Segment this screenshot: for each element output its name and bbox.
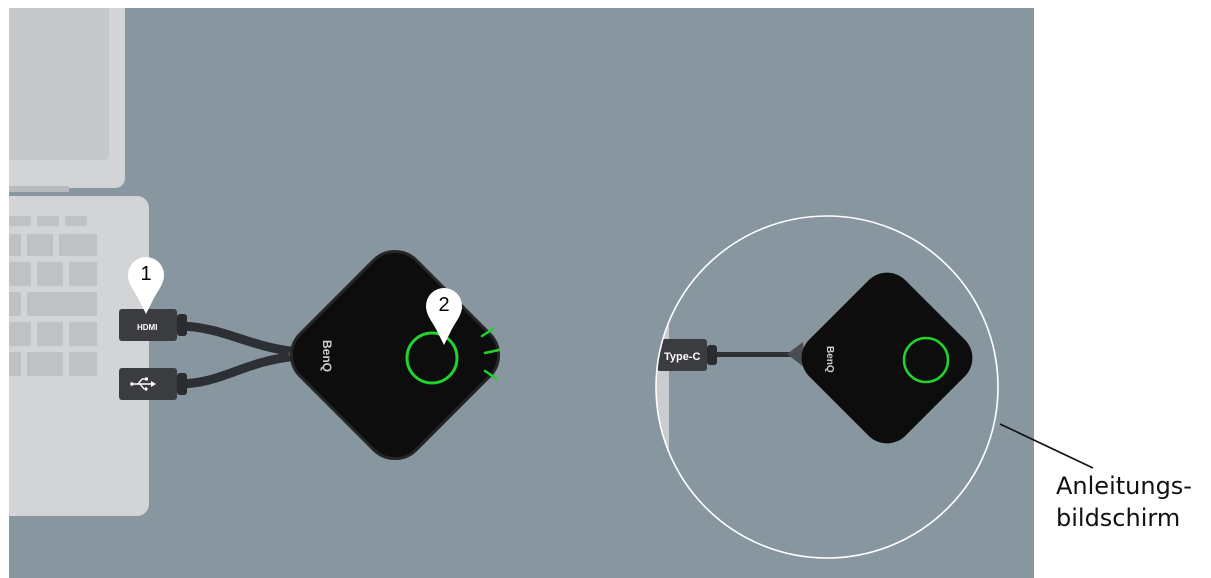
step-marker-1-number: 1: [140, 263, 151, 285]
callout-line-1: Anleitungs-: [1056, 470, 1192, 502]
type-c-label: Type-C: [664, 351, 701, 363]
inset-device-brand-label: BenQ: [824, 346, 835, 373]
hdmi-plug: HDMI: [119, 309, 187, 341]
step-marker-2-number: 2: [438, 294, 449, 316]
instruction-illustration: HDMI BenQ 1 2: [9, 8, 1034, 578]
device-brand-label: BenQ: [320, 340, 334, 372]
illustration-canvas: HDMI BenQ 1 2: [9, 8, 1034, 578]
callout-line-2: bildschirm: [1056, 502, 1192, 534]
usb-plug: [119, 368, 187, 400]
callout-label: Anleitungs- bildschirm: [1056, 470, 1192, 534]
hdmi-label: HDMI: [137, 323, 157, 332]
